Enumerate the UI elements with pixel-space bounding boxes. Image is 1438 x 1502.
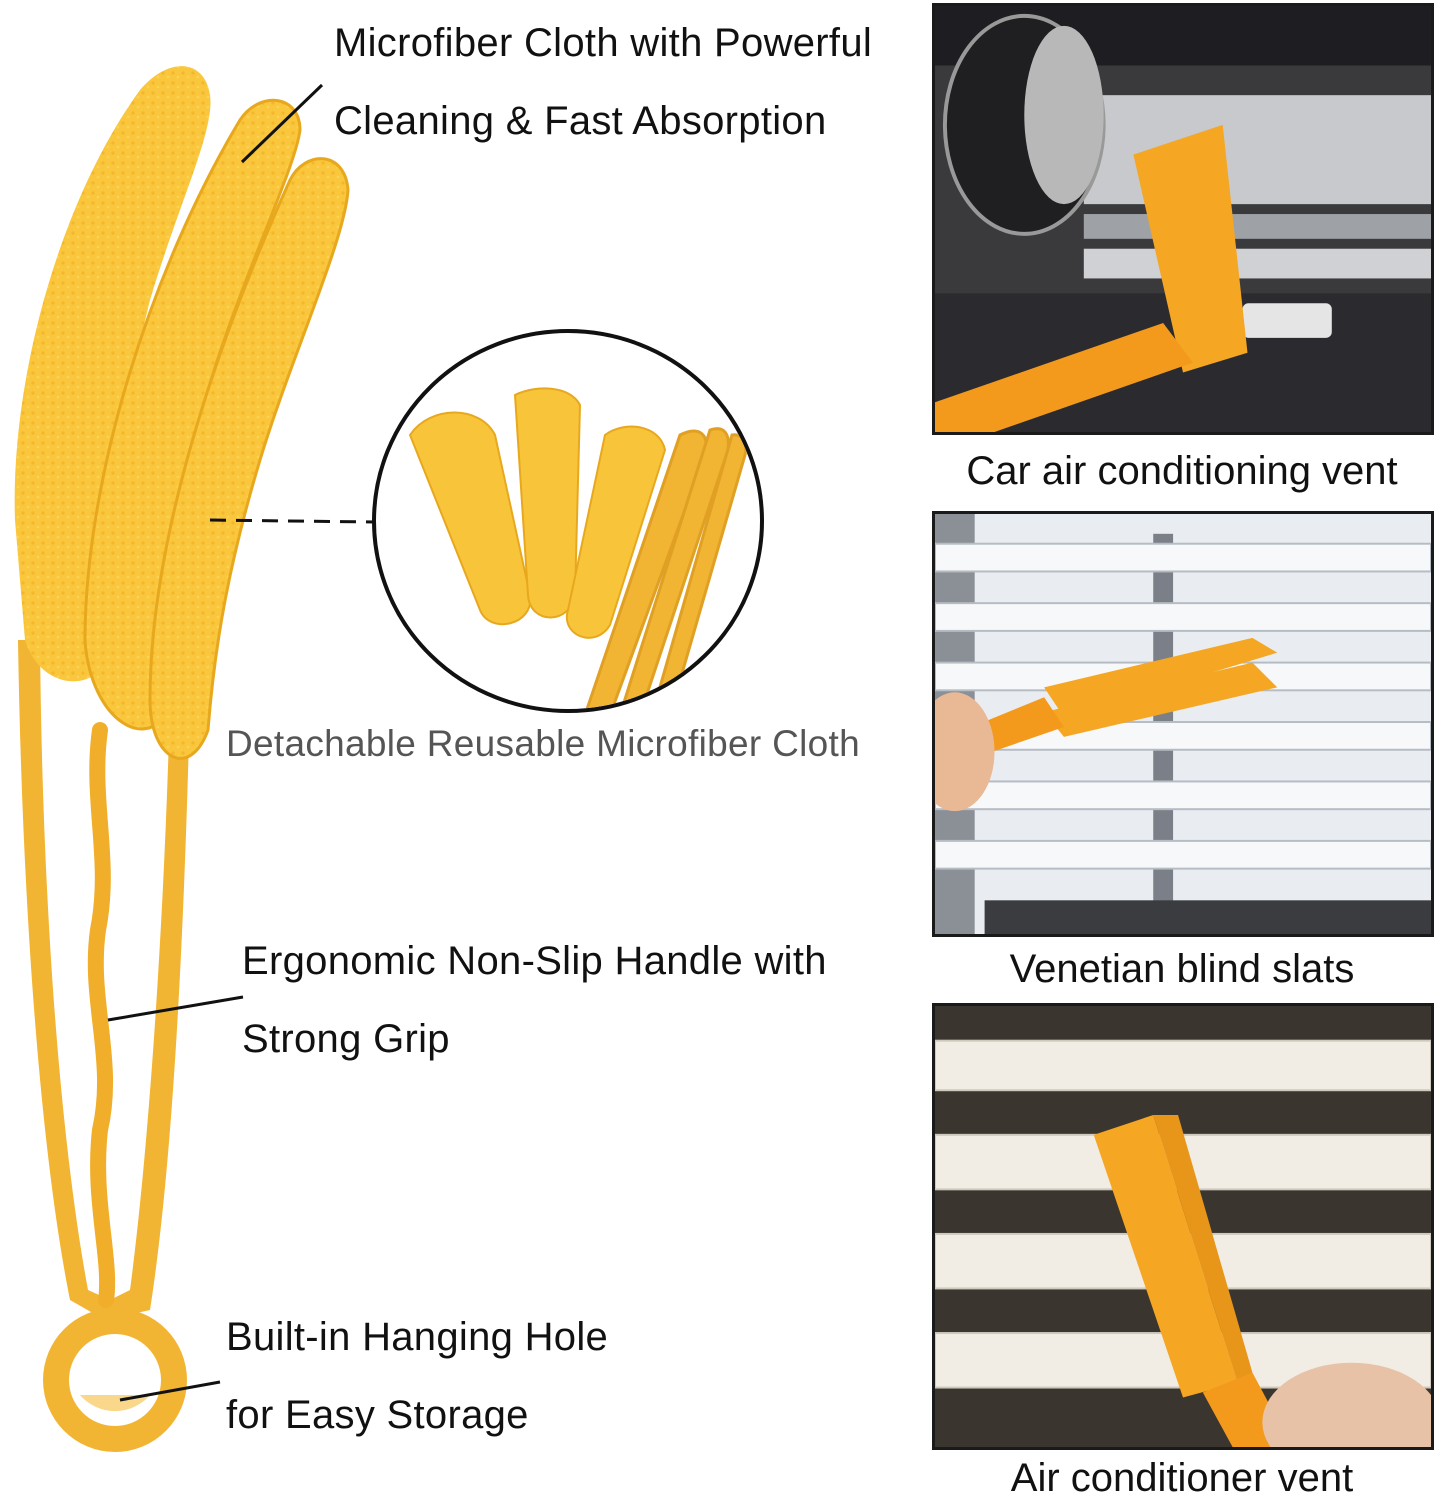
cloth-callout: Microfiber Cloth with Powerful Cleaning … [334, 4, 872, 160]
cloth-callout-line2: Cleaning & Fast Absorption [334, 99, 827, 143]
handle-callout-line1: Ergonomic Non-Slip Handle with [242, 939, 827, 983]
ac-vent-caption: Air conditioner vent [1010, 1456, 1354, 1500]
blind-cleaner-brush-icon [14, 66, 350, 1452]
handle-callout-line2: Strong Grip [242, 1017, 450, 1061]
detachable-callout: Detachable Reusable Microfiber Cloth [226, 705, 860, 783]
detachable-cloth-inset [372, 329, 764, 713]
hole-callout: Built-in Hanging Hole for Easy Storage [226, 1298, 608, 1454]
handle-callout: Ergonomic Non-Slip Handle with Strong Gr… [242, 922, 827, 1078]
hole-callout-line1: Built-in Hanging Hole [226, 1315, 609, 1359]
detachable-callout-text: Detachable Reusable Microfiber Cloth [226, 723, 860, 764]
car-vent-photo [932, 3, 1434, 435]
hole-callout-line2: for Easy Storage [226, 1393, 529, 1437]
ac-vent-photo [932, 1003, 1434, 1450]
callout-connectors [107, 83, 376, 1402]
car-vent-caption: Car air conditioning vent [966, 449, 1398, 493]
cloth-callout-line1: Microfiber Cloth with Powerful [334, 21, 873, 65]
venetian-blind-caption: Venetian blind slats [1009, 947, 1355, 991]
venetian-blind-photo [932, 511, 1434, 937]
